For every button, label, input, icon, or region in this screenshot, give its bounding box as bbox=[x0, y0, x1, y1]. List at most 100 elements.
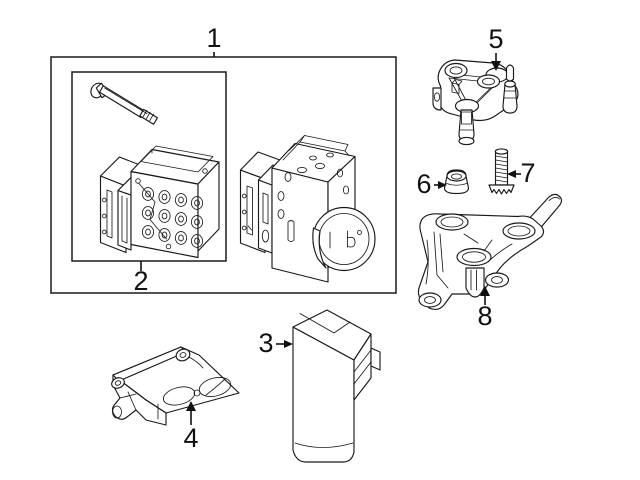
module-left-hole-2 bbox=[101, 213, 107, 219]
hcu-face-port-1 bbox=[284, 172, 292, 182]
module-center-rib bbox=[117, 189, 132, 251]
callout-6-arrowhead bbox=[438, 181, 447, 189]
bolt7-thread-lines bbox=[495, 155, 508, 183]
callout-7[interactable]: 7 bbox=[507, 158, 536, 188]
valve-block-pin-bottom bbox=[165, 243, 172, 250]
callout-4-arrowhead bbox=[186, 401, 196, 411]
relay-cover-right bbox=[353, 333, 372, 401]
relay-cover-top-seam bbox=[299, 313, 351, 334]
module-mounting-bolt[interactable] bbox=[88, 81, 158, 125]
bracket8-tab-right bbox=[484, 272, 510, 288]
bracket4-roll-end-left bbox=[111, 377, 125, 389]
bracket4-hole-small bbox=[193, 389, 201, 397]
valve-block-cover-plate bbox=[140, 145, 214, 173]
relay-cover-bottom-lip bbox=[294, 442, 354, 448]
bracket4-hole-right-mark bbox=[205, 379, 225, 396]
grommet-waist bbox=[446, 183, 468, 186]
bracket8-stud-block bbox=[465, 267, 485, 298]
modulator-support-bracket[interactable] bbox=[417, 193, 563, 311]
relay-cover-step bbox=[353, 349, 372, 373]
callout-7-arrowhead bbox=[507, 170, 516, 178]
hcu-left-slot bbox=[246, 185, 253, 236]
hcu-body-slot bbox=[287, 220, 295, 242]
relay-cover-step2 bbox=[353, 361, 372, 385]
module-left-hole-1 bbox=[101, 197, 107, 203]
bracket5-leg-right-top bbox=[504, 80, 516, 88]
relay-cover-tab bbox=[370, 347, 381, 371]
bracket5-boss-center-hole bbox=[482, 77, 495, 86]
bracket8-rib-4 bbox=[463, 233, 493, 252]
hydraulic-control-unit[interactable] bbox=[239, 135, 376, 283]
callout-6-label: 6 bbox=[416, 169, 431, 199]
hcu-right-port-1 bbox=[336, 168, 344, 178]
bracket8-boss-upper-left-hole bbox=[440, 216, 464, 228]
mounting-bracket-lower[interactable] bbox=[110, 346, 240, 426]
bracket4-front-face bbox=[111, 374, 167, 426]
hcu-top-boss-side bbox=[299, 135, 305, 143]
module-center-rib-slot bbox=[121, 195, 128, 244]
bracket5-leg-bottom-flat bbox=[461, 111, 472, 125]
bracket5-leg-right bbox=[502, 83, 518, 114]
flange-head-bolt[interactable] bbox=[488, 148, 515, 195]
valve-block-seam bbox=[138, 183, 167, 240]
callout-3-label: 3 bbox=[258, 328, 273, 358]
triangular-mount-bracket[interactable] bbox=[432, 59, 519, 146]
bracket4-roll-end-right bbox=[175, 348, 191, 362]
bolt7-thread-tip bbox=[494, 148, 509, 155]
bracket4-roll-end-left-hole bbox=[114, 380, 122, 386]
hcu-top-port-1 bbox=[296, 166, 308, 174]
hcu-left-hole-3 bbox=[241, 225, 247, 231]
callout-6[interactable]: 6 bbox=[416, 169, 447, 199]
rubber-grommet-insulator[interactable] bbox=[443, 169, 470, 195]
bolt-shank bbox=[99, 85, 146, 119]
hcu-top-port-4 bbox=[326, 152, 334, 158]
callout-8-arrowhead bbox=[480, 286, 490, 296]
bracket4-hole-left bbox=[162, 386, 196, 406]
bracket4-foot-hole bbox=[112, 405, 122, 419]
bracket8-rib-2 bbox=[439, 233, 444, 273]
bracket8-boss-upper-left bbox=[435, 213, 469, 231]
callout-3[interactable]: 3 bbox=[258, 328, 293, 358]
hcu-top-cover-edge bbox=[282, 141, 350, 161]
bracket5-stud-right bbox=[505, 64, 515, 82]
callout-1[interactable]: 1 bbox=[206, 23, 222, 57]
hcu-face-port-3 bbox=[277, 209, 285, 219]
bracket5-web bbox=[451, 73, 501, 109]
hcu-right-port-2 bbox=[342, 185, 350, 195]
motor-mark-bowl bbox=[347, 236, 356, 248]
callout-2[interactable]: 2 bbox=[133, 261, 149, 296]
hcu-left-hole-1 bbox=[241, 193, 247, 199]
hcu-top-port-2 bbox=[314, 162, 326, 170]
valve-port-grid bbox=[141, 187, 204, 248]
pump-motor-inner-ring bbox=[318, 213, 370, 265]
bracket4-fold-line bbox=[145, 399, 167, 414]
bracket8-arm-edge bbox=[548, 196, 560, 201]
hcu-left-slot-mark bbox=[247, 225, 252, 231]
callout-5-label: 5 bbox=[488, 24, 503, 54]
motor-mark-dot bbox=[357, 230, 362, 235]
bracket5-tab-top bbox=[451, 79, 463, 85]
bracket5-leg-right-rings bbox=[503, 90, 517, 99]
callout-5[interactable]: 5 bbox=[488, 24, 504, 71]
abs-control-module[interactable] bbox=[99, 145, 220, 259]
bracket5-tab bbox=[451, 82, 460, 94]
valve-block-pin-right bbox=[202, 168, 208, 174]
callout-8[interactable]: 8 bbox=[477, 286, 493, 331]
callout-4[interactable]: 4 bbox=[183, 401, 199, 453]
callout-5-arrowhead bbox=[491, 61, 501, 71]
thread-line-2 bbox=[145, 111, 151, 120]
valve-block-face bbox=[130, 170, 199, 259]
bracket4-roll-end-right-hole bbox=[179, 352, 187, 358]
bracket8-boss-upper-right-hole bbox=[507, 225, 531, 237]
thread-line-3 bbox=[149, 113, 154, 122]
bracket8-stud-lines bbox=[470, 269, 477, 291]
callout-4-label: 4 bbox=[183, 423, 198, 453]
bracket4-roll-tip bbox=[188, 356, 204, 369]
relay-cover[interactable] bbox=[292, 309, 381, 463]
hcu-top-port-3 bbox=[309, 155, 317, 161]
callout-3-arrowhead bbox=[284, 340, 293, 348]
bracket8-boss-upper-right bbox=[502, 222, 536, 240]
bracket5-boss-left bbox=[444, 62, 468, 79]
